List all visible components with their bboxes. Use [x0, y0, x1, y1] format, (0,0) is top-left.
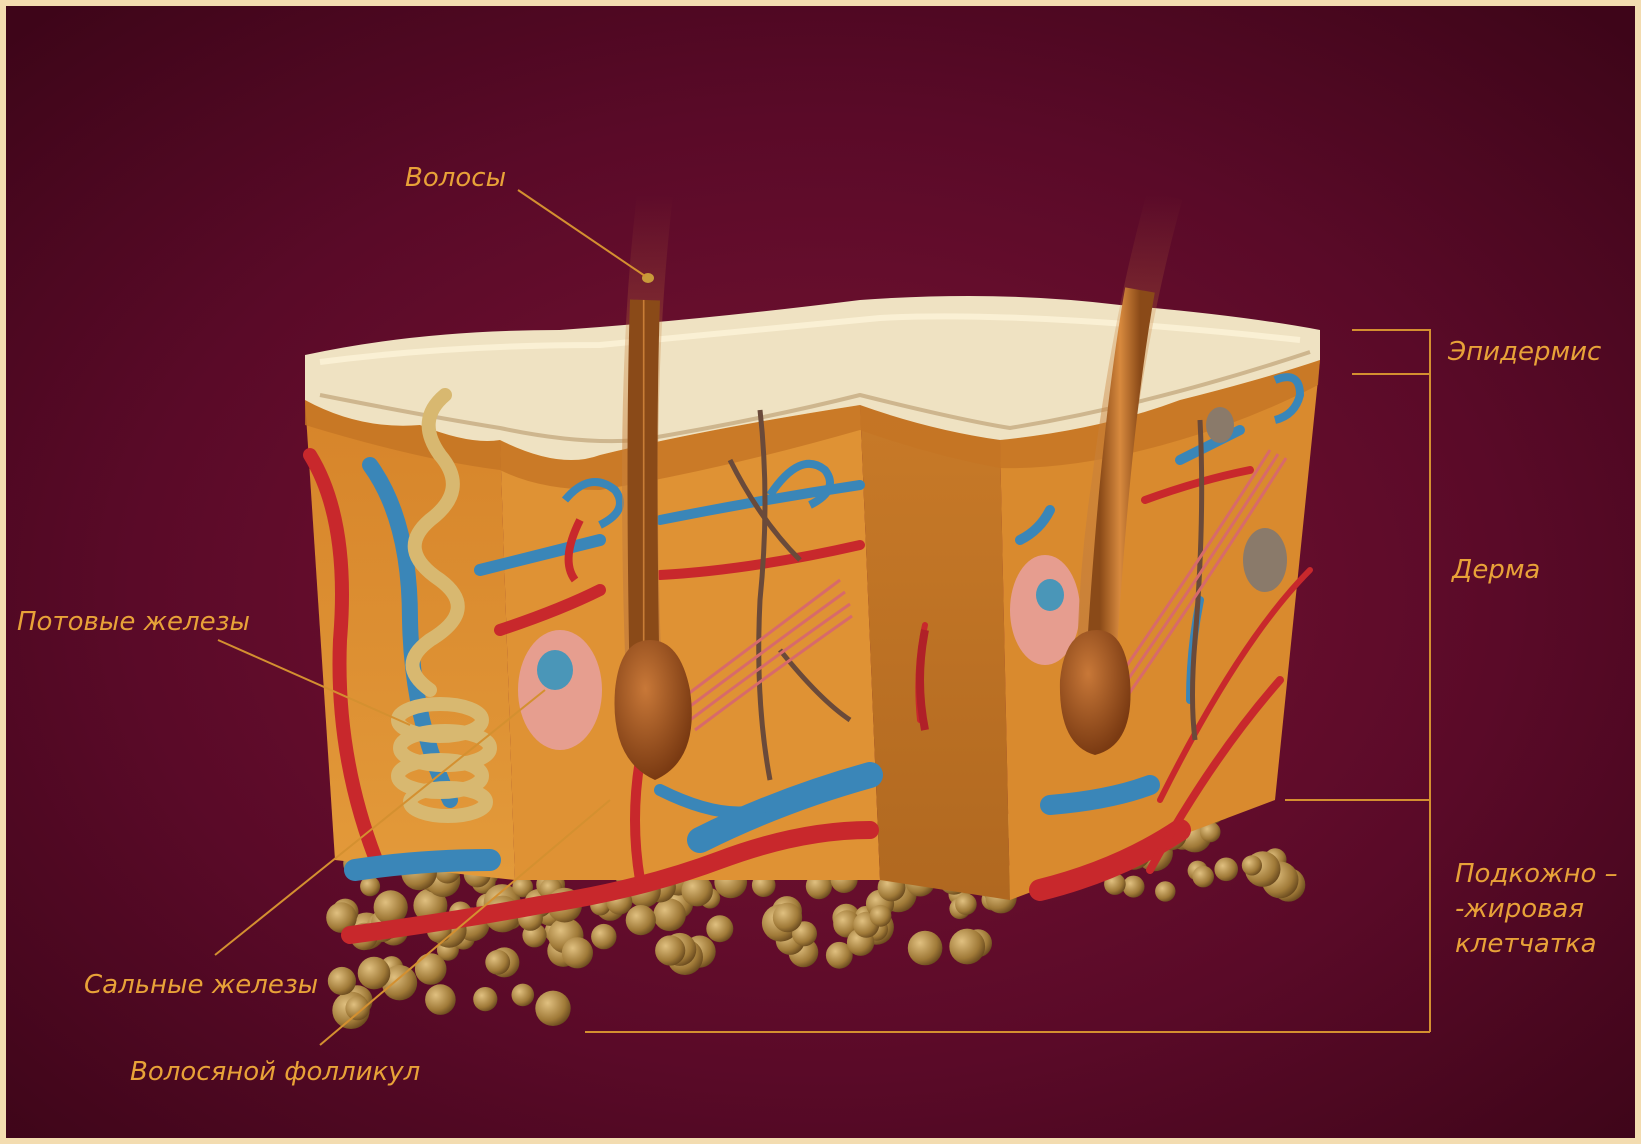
label-sebaceous-glands: Сальные железы [84, 970, 318, 1000]
dermis-side-right [860, 405, 1010, 900]
fat-cell [949, 929, 985, 965]
fat-cell [1192, 866, 1214, 888]
fat-cell [358, 957, 391, 990]
fat-cell [1242, 855, 1262, 875]
label-epidermis: Эпидермис [1447, 337, 1601, 367]
fat-cell [485, 950, 510, 975]
fat-cell [535, 991, 570, 1026]
fat-cell [415, 953, 447, 985]
fat-cell [655, 935, 685, 965]
fat-cell [870, 905, 892, 927]
fat-cell [653, 899, 686, 932]
label-dermis: Дерма [1451, 555, 1540, 585]
fat-cell [1155, 881, 1175, 901]
fat-cell [1214, 858, 1238, 882]
label-hair-follicle: Волосяной фолликул [130, 1057, 420, 1087]
fat-cell [1123, 876, 1145, 898]
fat-cell [425, 984, 456, 1015]
fat-cell [473, 987, 497, 1011]
fat-cell [773, 903, 802, 932]
fat-cell [345, 996, 369, 1020]
label-hair: Волосы [405, 163, 506, 193]
label-subcutaneous-line1: Подкожно – [1455, 859, 1618, 889]
fat-cell [955, 893, 977, 915]
fat-cell [562, 937, 593, 968]
fat-cell [706, 915, 733, 942]
fat-cell [908, 931, 943, 966]
label-sweat-glands: Потовые железы [17, 607, 250, 637]
label-subcutaneous-line2: -жировая [1455, 894, 1584, 924]
label-subcutaneous-line3: клетчатка [1455, 929, 1597, 959]
fat-cell [328, 967, 356, 995]
fat-cell [591, 924, 616, 949]
fat-cell [512, 984, 535, 1007]
fat-cell [626, 905, 656, 935]
